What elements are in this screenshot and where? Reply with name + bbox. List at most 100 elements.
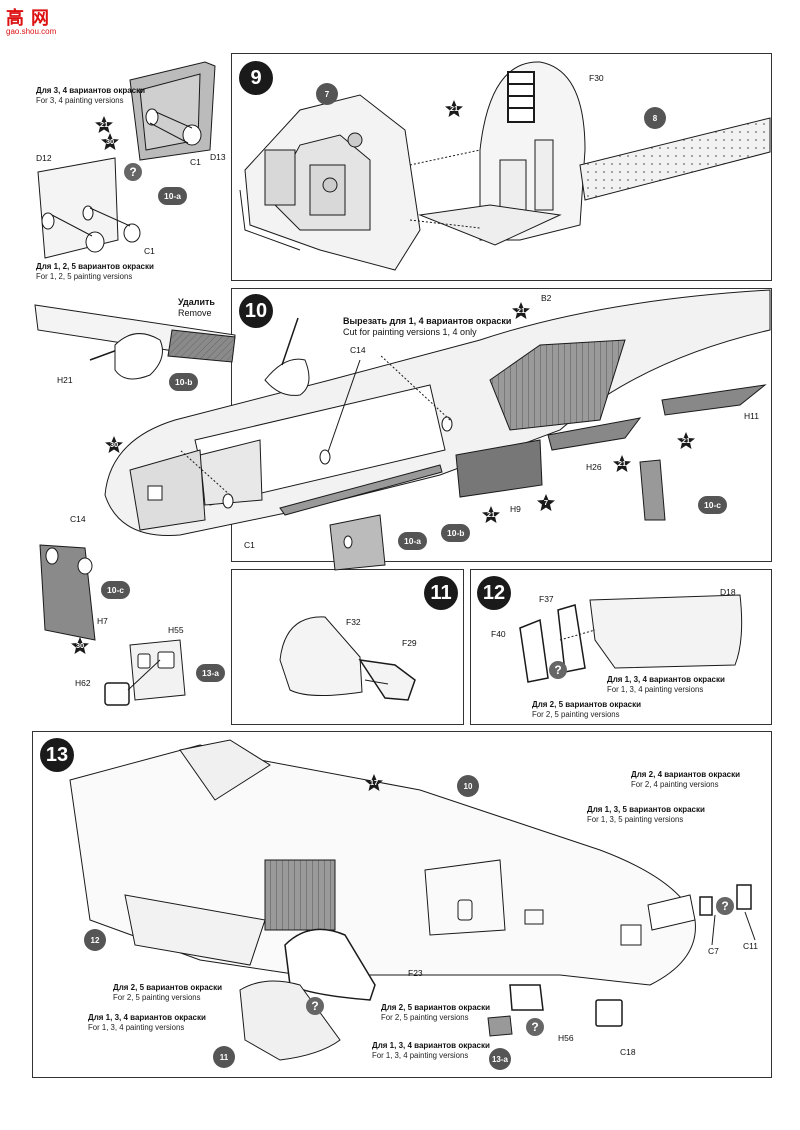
star-30-icon: 30 [100, 133, 120, 151]
caption-ru: Для 1, 3, 4 вариантов окраски [372, 1041, 490, 1050]
remove-ru: Удалить [178, 297, 215, 307]
label-h11: H11 [744, 411, 759, 421]
ref-13-a-badge: 13-a [489, 1048, 511, 1070]
step-13-number: 13 [40, 738, 74, 772]
ref-10-b-badge: 10-b [441, 524, 471, 542]
ref-10-b-badge: 10-b [169, 373, 199, 391]
watermark-chars: 高 网 [6, 8, 51, 28]
question-mark-icon: ? [124, 163, 142, 181]
label-c1: C1 [244, 540, 255, 550]
caption-en: For 1, 3, 5 painting versions [587, 815, 684, 824]
label-d13: D13 [210, 152, 226, 162]
star-7-icon: 7 [536, 494, 556, 512]
caption-en: For 2, 5 painting versions [381, 1013, 469, 1022]
label-c11: C11 [743, 941, 758, 951]
label-h9: H9 [510, 504, 521, 514]
label-b2: B2 [541, 293, 552, 303]
star-21-icon: 21 [511, 302, 531, 320]
label-h7: H7 [97, 616, 108, 626]
caption-ru: Для 1, 3, 5 вариантов окраски [587, 805, 705, 814]
caption-h56: Для 2, 5 вариантов окраски For 2, 5 pain… [381, 1003, 490, 1023]
label-f37: F37 [539, 594, 554, 604]
watermark-url: gao.shou.com [6, 27, 57, 36]
star-30-value: 30 [109, 440, 119, 449]
star-17-value: 17 [369, 778, 379, 787]
label-h62: H62 [75, 678, 91, 688]
caption-nose-11: Для 1, 3, 4 вариантов окраски For 1, 3, … [88, 1013, 206, 1033]
caption-f23: Для 2, 5 вариантов окраски For 2, 5 pain… [113, 983, 222, 1003]
caption-ru: Для 3, 4 вариантов окраски [36, 86, 146, 95]
cut-en: Cut for painting versions 1, 4 only [343, 327, 477, 338]
caption-ru: Для 1, 3, 4 вариантов окраски [88, 1013, 206, 1022]
ref-10-a-badge: 10-a [158, 187, 188, 205]
callout-11: 11 [213, 1046, 235, 1068]
callout-10: 10 [457, 775, 479, 797]
remove-en: Remove [178, 308, 212, 319]
star-21-value: 21 [617, 459, 627, 468]
cut-caption: Вырезать для 1, 4 вариантов окраски Cut … [343, 316, 511, 339]
label-c14-inset: C14 [70, 514, 86, 524]
caption-en: For 1, 3, 4 painting versions [607, 685, 704, 694]
label-h26: H26 [586, 462, 602, 472]
question-mark-icon: ? [716, 897, 734, 915]
ref-10-c-badge: 10-c [101, 581, 131, 599]
label-f40: F40 [491, 629, 506, 639]
star-21-icon: 21 [481, 506, 501, 524]
label-c1-inset: C1 [144, 246, 155, 256]
step-12-number: 12 [477, 576, 511, 610]
star-21-icon: 21 [94, 116, 114, 134]
inset-d13-caption: Для 3, 4 вариантов окраски For 3, 4 pain… [36, 86, 145, 106]
step-9-number: 9 [239, 61, 273, 95]
star-7-value: 7 [543, 498, 549, 507]
step-10-number: 10 [239, 294, 273, 328]
star-30-icon: 30 [104, 436, 124, 454]
label-h21: H21 [57, 375, 73, 385]
caption-en: For 2, 5 painting versions [113, 993, 201, 1002]
step12-caption-2: Для 2, 5 вариантов окраски For 2, 5 pain… [532, 700, 641, 720]
callout-8: 8 [644, 107, 666, 129]
label-h56: H56 [558, 1033, 574, 1043]
question-mark-icon: ? [549, 661, 567, 679]
label-c1-top: C1 [190, 157, 201, 167]
remove-caption: Удалить Remove [178, 297, 215, 320]
ref-10-a-badge: 10-a [398, 532, 428, 550]
label-h55: H55 [168, 625, 184, 635]
callout-7: 7 [316, 83, 338, 105]
label-c14: C14 [350, 345, 366, 355]
caption-c11: Для 2, 4 вариантов окраски For 2, 4 pain… [631, 770, 740, 790]
caption-en: For 1, 3, 4 painting versions [372, 1051, 469, 1060]
caption-en: For 1, 3, 4 painting versions [88, 1023, 185, 1032]
ref-13-a-badge: 13-a [196, 664, 226, 682]
caption-ru: Для 2, 5 вариантов окраски [381, 1003, 491, 1012]
caption-en: For 1, 2, 5 painting versions [36, 272, 133, 281]
question-mark-icon: ? [306, 997, 324, 1015]
caption-en: For 2, 5 painting versions [532, 710, 620, 719]
caption-13a: Для 1, 3, 4 вариантов окраски For 1, 3, … [372, 1041, 490, 1061]
star-21-value: 21 [486, 510, 496, 519]
star-21-icon: 21 [612, 455, 632, 473]
star-21-icon: 21 [676, 432, 696, 450]
step-11-number: 11 [424, 576, 458, 610]
caption-ru: Для 2, 5 вариантов окраски [113, 983, 223, 992]
star-21-icon: 21 [444, 100, 464, 118]
star-30-value: 30 [75, 641, 85, 650]
step12-caption-1: Для 1, 3, 4 вариантов окраски For 1, 3, … [607, 675, 725, 695]
label-c7: C7 [708, 946, 719, 956]
watermark-logo: 高 网 gao.shou.com [6, 4, 56, 36]
caption-ru: Для 1, 3, 4 вариантов окраски [607, 675, 725, 684]
ref-10-c-badge: 10-c [698, 496, 728, 514]
star-17-icon: 17 [364, 774, 384, 792]
caption-en: For 3, 4 painting versions [36, 96, 124, 105]
star-30-value: 30 [105, 137, 115, 146]
label-f23: F23 [408, 968, 423, 978]
inset-10a-caption: Для 1, 2, 5 вариантов окраски For 1, 2, … [36, 262, 154, 282]
label-c18: C18 [620, 1047, 636, 1057]
star-21-value: 21 [681, 436, 691, 445]
label-f32: F32 [346, 617, 361, 627]
star-21-value: 21 [516, 306, 526, 315]
star-21-value: 21 [99, 120, 109, 129]
callout-12: 12 [84, 929, 106, 951]
label-f30: F30 [589, 73, 604, 83]
label-d12: D12 [36, 153, 52, 163]
caption-c7: Для 1, 3, 5 вариантов окраски For 1, 3, … [587, 805, 705, 825]
